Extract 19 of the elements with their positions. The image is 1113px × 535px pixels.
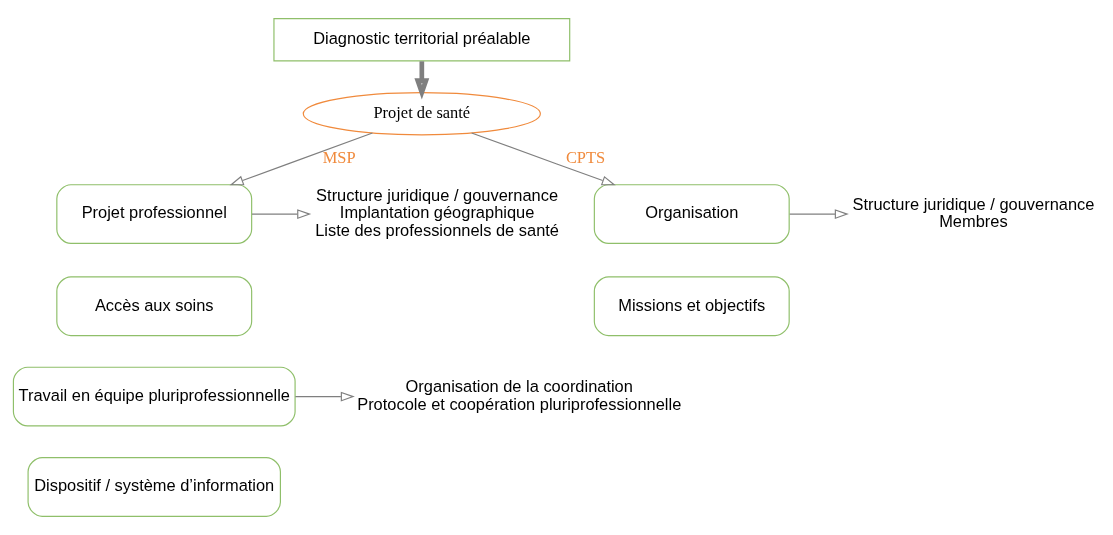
arrow xyxy=(471,132,616,186)
node-box: Projet professionnel xyxy=(56,184,253,245)
node-box: Accès aux soins xyxy=(56,276,253,337)
node-ellipse: Projet de santé xyxy=(302,92,541,136)
arrow xyxy=(294,391,355,402)
node-box: Dispositif / système d’information xyxy=(27,457,281,517)
arrow xyxy=(789,209,849,220)
node-text: Structure juridique / gouvernance Membres xyxy=(852,194,1095,231)
node-box: Organisation xyxy=(593,184,790,245)
edge-label: CPTS xyxy=(565,148,606,168)
node-box: Diagnostic territorial préalable xyxy=(273,18,571,62)
arrow xyxy=(229,132,374,186)
arrow xyxy=(414,61,430,100)
node-box: Missions et objectifs xyxy=(593,276,790,337)
node-text: Structure juridique / gouvernance Implantation géographique Liste des professionnels de santé xyxy=(315,185,559,240)
node-box: Travail en équipe pluriprofessionnelle xyxy=(12,366,296,427)
arrow xyxy=(251,209,312,220)
edge-label: MSP xyxy=(322,148,356,168)
node-text: Organisation de la coordination Protocole et coopération pluriprofessionnelle xyxy=(357,377,682,413)
